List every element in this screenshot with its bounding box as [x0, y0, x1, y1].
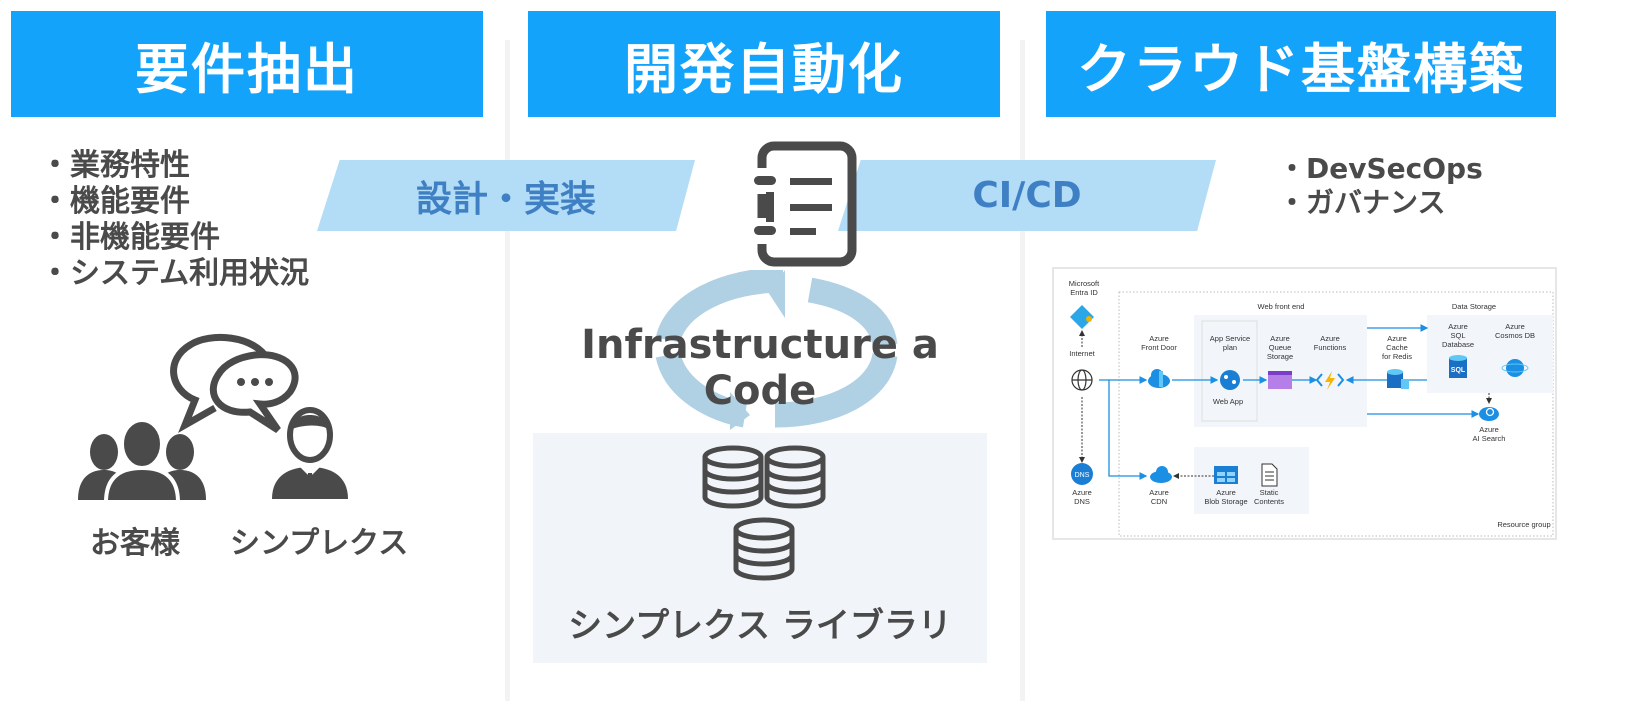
diagram-label: App Service [1210, 334, 1250, 343]
diagram-label: Web front end [1258, 302, 1305, 311]
static-region [1194, 447, 1309, 514]
diagram-label: Azure [1072, 488, 1092, 497]
diagram-label: Database [1442, 340, 1474, 349]
diagram-label: Blob Storage [1204, 497, 1247, 506]
chat-bubbles-icon [170, 333, 299, 433]
diagram-label: Entra ID [1070, 288, 1098, 297]
front-door-icon [1148, 369, 1170, 388]
diagram-label: Azure [1479, 425, 1499, 434]
data-storage-region [1427, 315, 1553, 393]
iac-label: Infrastructure a Code [581, 322, 939, 414]
list-item: ・業務特性 [40, 148, 190, 183]
diagram-label: Azure [1505, 322, 1525, 331]
dns-icon: DNS [1071, 463, 1093, 485]
divider [1020, 40, 1025, 701]
diagram-label: Azure [1387, 334, 1407, 343]
diagram-label: Cache [1386, 343, 1408, 352]
sql-database-icon: SQL [1449, 355, 1467, 378]
diagram-label: Resource group [1497, 520, 1550, 529]
diagram-label: DNS [1075, 472, 1090, 479]
functions-icon [1315, 371, 1345, 390]
static-contents-icon [1261, 463, 1278, 487]
diagram-label: Front Door [1141, 343, 1177, 352]
diagram-label: for Redis [1382, 352, 1412, 361]
library-label: シンプレクス ライブラリ [568, 606, 952, 646]
customers-icon [78, 420, 206, 502]
design-banner: 設計・実装 [317, 160, 695, 231]
diagram-label: Azure [1320, 334, 1340, 343]
diagram-label: Microsoft [1069, 279, 1100, 288]
diagram-label: Internet [1069, 349, 1095, 358]
list-item: ・機能要件 [40, 184, 190, 219]
cicd-banner: CI/CD [838, 160, 1216, 231]
entra-id-icon [1070, 305, 1094, 329]
database-icon [702, 445, 826, 581]
web-app-icon [1220, 370, 1240, 390]
ai-search-icon [1479, 407, 1499, 421]
diagram-label: Functions [1314, 343, 1347, 352]
diagram-label: SQL [1451, 367, 1466, 374]
diagram-label: Azure [1270, 334, 1290, 343]
requirements-list: ・業務特性 ・機能要件 ・非機能要件 ・システム利用状況 [40, 148, 309, 292]
globe-icon [1071, 369, 1093, 391]
diagram-label: CDN [1151, 497, 1167, 506]
diagram-label: Azure [1149, 488, 1169, 497]
diagram-label: Azure [1149, 334, 1169, 343]
redis-cache-icon [1387, 369, 1409, 389]
diagram-label: Azure [1448, 322, 1468, 331]
simplex-person-icon [272, 407, 348, 499]
diagram-label: Queue [1269, 343, 1292, 352]
list-item: ・DevSecOps [1278, 152, 1483, 185]
diagram-label: SQL [1450, 331, 1465, 340]
cloud-list: ・DevSecOps ・ガバナンス [1278, 152, 1483, 220]
customer-label: お客様 [90, 526, 180, 561]
diagram-label: plan [1223, 343, 1237, 352]
diagram-label: Contents [1254, 497, 1284, 506]
header-cloud-infra: クラウド基盤構築 [1046, 11, 1556, 117]
diagram-label: Azure [1216, 488, 1236, 497]
cosmos-db-icon [1501, 359, 1529, 377]
header-requirements: 要件抽出 [11, 11, 483, 117]
blob-storage-icon [1214, 466, 1238, 484]
notebook-icon [752, 141, 857, 267]
list-item: ・非機能要件 [40, 220, 220, 255]
diagram-label: Web App [1213, 397, 1243, 406]
diagram-label: Storage [1267, 352, 1293, 361]
list-item: ・ガバナンス [1278, 186, 1446, 219]
divider [505, 40, 510, 701]
diagram-label: AI Search [1473, 434, 1506, 443]
diagram-label: Static [1260, 488, 1279, 497]
cycle-arrows-icon [655, 270, 898, 430]
diagram-label: Data Storage [1452, 302, 1496, 311]
header-dev-automation: 開発自動化 [528, 11, 1000, 117]
resource-group-box [1118, 291, 1554, 537]
diagram-label: Cosmos DB [1495, 331, 1535, 340]
queue-storage-icon [1268, 371, 1292, 389]
cdn-icon [1150, 466, 1172, 483]
diagram-label: DNS [1074, 497, 1090, 506]
list-item: ・システム利用状況 [40, 256, 310, 291]
simplex-label: シンプレクス [230, 526, 409, 561]
